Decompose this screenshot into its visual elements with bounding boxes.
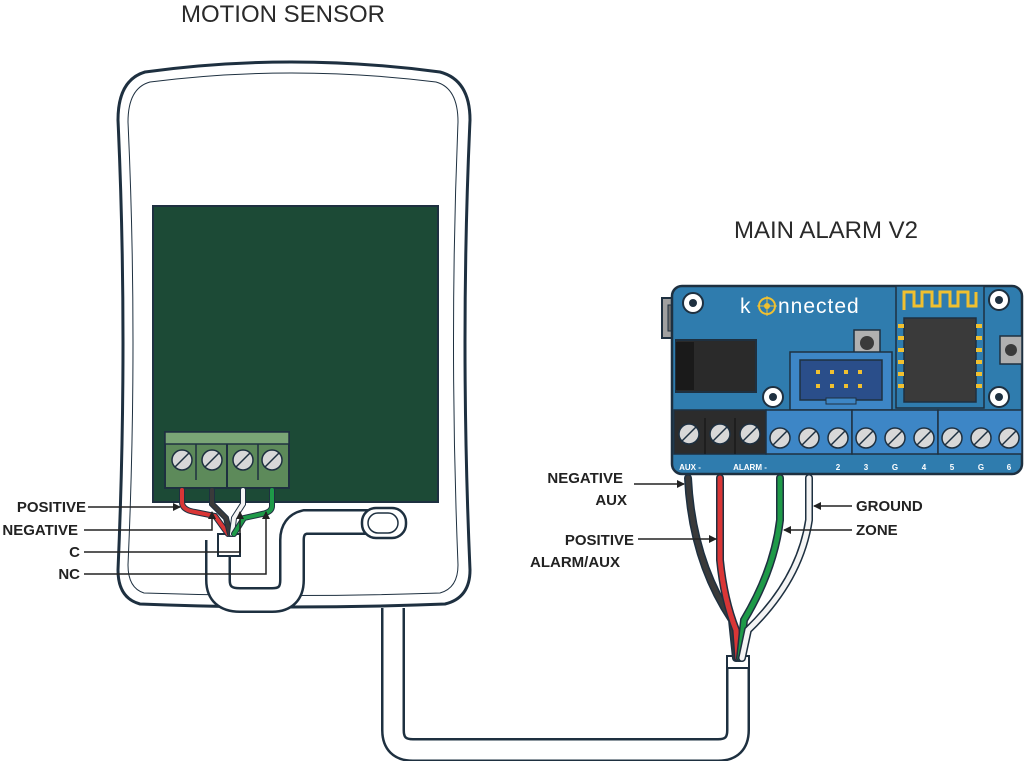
connecting-cable bbox=[381, 608, 750, 762]
label-positive-alarm-line2: ALARM/AUX bbox=[530, 554, 620, 571]
pin-label: 6 bbox=[1007, 463, 1012, 472]
sensor-leader-lines bbox=[84, 503, 270, 575]
label-negative: NEGATIVE bbox=[2, 522, 78, 539]
pin-labels: AUX - ALARM - 2 3 G 4 5 G 6 bbox=[679, 463, 1012, 472]
pin-label: 4 bbox=[922, 463, 927, 472]
label-positive-alarm-line1: POSITIVE bbox=[565, 532, 634, 549]
sensor-cable-channel bbox=[205, 506, 408, 613]
brand-suffix: nnected bbox=[778, 295, 860, 318]
pin-label: G bbox=[978, 463, 984, 472]
pin-label: ALARM - bbox=[733, 463, 767, 472]
mounting-holes bbox=[682, 289, 1010, 408]
alarm-wires bbox=[684, 474, 813, 662]
motion-sensor-title: MOTION SENSOR bbox=[181, 1, 385, 28]
pin-label: 5 bbox=[950, 463, 955, 472]
label-negative-aux-line1: NEGATIVE bbox=[547, 470, 623, 487]
alarm-board: k nnected bbox=[661, 284, 1024, 476]
brand-logo-icon bbox=[757, 296, 777, 316]
board-terminals-black bbox=[673, 409, 767, 455]
brand-prefix: k bbox=[740, 295, 752, 318]
wifi-module bbox=[895, 285, 985, 409]
label-nc: NC bbox=[58, 566, 80, 583]
label-negative-aux-line2: AUX bbox=[595, 492, 627, 509]
label-c: C bbox=[69, 544, 80, 561]
main-alarm-title: MAIN ALARM V2 bbox=[734, 217, 918, 244]
label-zone: ZONE bbox=[856, 522, 898, 539]
board-button-2 bbox=[999, 335, 1023, 365]
sensor-terminal-block bbox=[164, 431, 290, 489]
pin-label: AUX - bbox=[679, 463, 701, 472]
pin-label: 2 bbox=[836, 463, 841, 472]
label-positive: POSITIVE bbox=[17, 499, 86, 516]
pin-label: 3 bbox=[864, 463, 869, 472]
board-terminals-blue bbox=[765, 409, 1023, 455]
alarm-leader-lines bbox=[634, 480, 852, 543]
pin-header bbox=[789, 351, 893, 411]
label-ground: GROUND bbox=[856, 498, 923, 515]
pin-label: G bbox=[892, 463, 898, 472]
